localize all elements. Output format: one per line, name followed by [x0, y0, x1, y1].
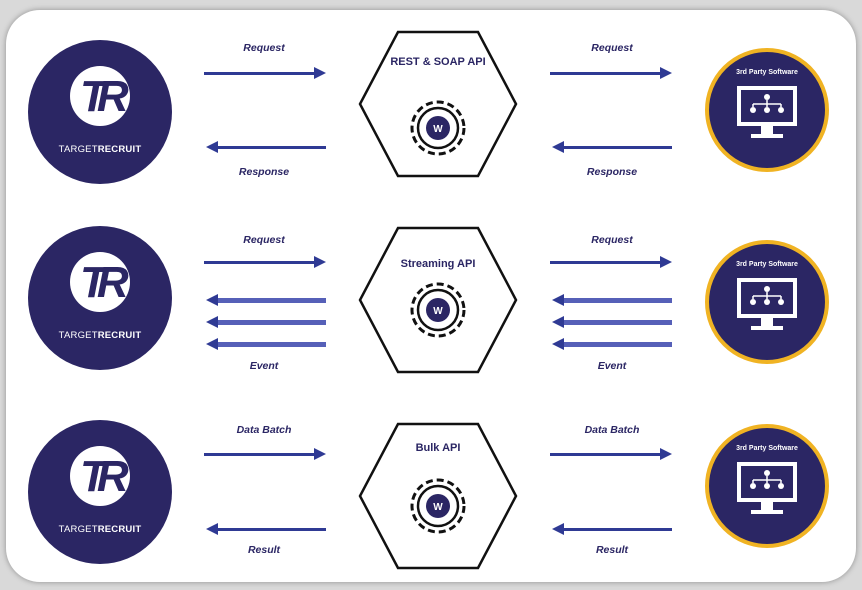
monitor-network-icon — [737, 278, 797, 330]
right-bottom-label: Result — [595, 544, 629, 556]
third-party-label: 3rd Party Software — [736, 69, 798, 76]
left-top-label: Request — [243, 234, 285, 246]
targetrecruit-logo: TR TARGETRECRUIT — [28, 40, 172, 184]
api-hexagon: W REST & SOAP API — [358, 30, 518, 178]
arrow-left-event — [552, 338, 672, 350]
third-party-software-circle: 3rd Party Software — [705, 48, 829, 172]
arrow-right — [550, 448, 672, 460]
api-title: Streaming API — [400, 258, 476, 270]
third-party-label: 3rd Party Software — [736, 445, 798, 452]
arrow-left — [552, 523, 672, 535]
targetrecruit-logo: TR TARGETRECRUIT — [28, 226, 172, 370]
gear-icon: W — [410, 478, 466, 534]
arrow-left — [206, 141, 326, 153]
monitor-network-icon — [737, 86, 797, 138]
targetrecruit-wordmark: TARGETRECRUIT — [58, 144, 142, 155]
tr-mark-icon: TR — [70, 446, 130, 506]
right-top-label: Request — [591, 234, 633, 246]
arrow-left-event — [552, 294, 672, 306]
targetrecruit-wordmark: TARGETRECRUIT — [58, 330, 142, 341]
third-party-label: 3rd Party Software — [736, 261, 798, 268]
api-row-bulk: TR TARGETRECRUIT Data Batch Result W Bul… — [0, 410, 862, 580]
arrow-left — [206, 523, 326, 535]
right-top-label: Data Batch — [584, 424, 640, 436]
arrow-left-event — [206, 316, 326, 328]
tr-mark-icon: TR — [70, 66, 130, 126]
svg-text:W: W — [433, 502, 443, 513]
gear-icon: W — [410, 100, 466, 156]
svg-text:W: W — [433, 124, 443, 135]
hexagon-shape: W — [358, 226, 518, 374]
arrow-right — [550, 67, 672, 79]
arrow-right — [204, 256, 326, 268]
third-party-software-circle: 3rd Party Software — [705, 424, 829, 548]
arrow-left-event — [206, 294, 326, 306]
gear-icon: W — [410, 282, 466, 338]
arrow-right — [204, 67, 326, 79]
hexagon-shape: W — [358, 422, 518, 570]
api-row-streaming: TR TARGETRECRUIT Request Event W Streami… — [0, 214, 862, 384]
arrow-left — [552, 141, 672, 153]
right-bottom-label: Response — [586, 166, 638, 178]
arrow-right — [204, 448, 326, 460]
left-top-label: Request — [243, 42, 285, 54]
hexagon-shape: W — [358, 30, 518, 178]
arrow-left-event — [206, 338, 326, 350]
right-bottom-label: Event — [597, 360, 627, 372]
monitor-network-icon — [737, 462, 797, 514]
left-bottom-label: Event — [249, 360, 279, 372]
right-top-label: Request — [591, 42, 633, 54]
tr-mark-icon: TR — [70, 252, 130, 312]
left-bottom-label: Response — [238, 166, 290, 178]
targetrecruit-wordmark: TARGETRECRUIT — [58, 524, 142, 535]
api-title: Bulk API — [415, 442, 461, 454]
arrow-right — [550, 256, 672, 268]
left-bottom-label: Result — [247, 544, 281, 556]
left-top-label: Data Batch — [236, 424, 292, 436]
svg-text:W: W — [433, 306, 443, 317]
api-title: REST & SOAP API — [390, 56, 486, 68]
third-party-software-circle: 3rd Party Software — [705, 240, 829, 364]
api-hexagon: W Streaming API — [358, 226, 518, 374]
api-row-rest-soap: TR TARGETRECRUIT Request Response W REST… — [0, 28, 862, 198]
targetrecruit-logo: TR TARGETRECRUIT — [28, 420, 172, 564]
arrow-left-event — [552, 316, 672, 328]
api-hexagon: W Bulk API — [358, 422, 518, 570]
